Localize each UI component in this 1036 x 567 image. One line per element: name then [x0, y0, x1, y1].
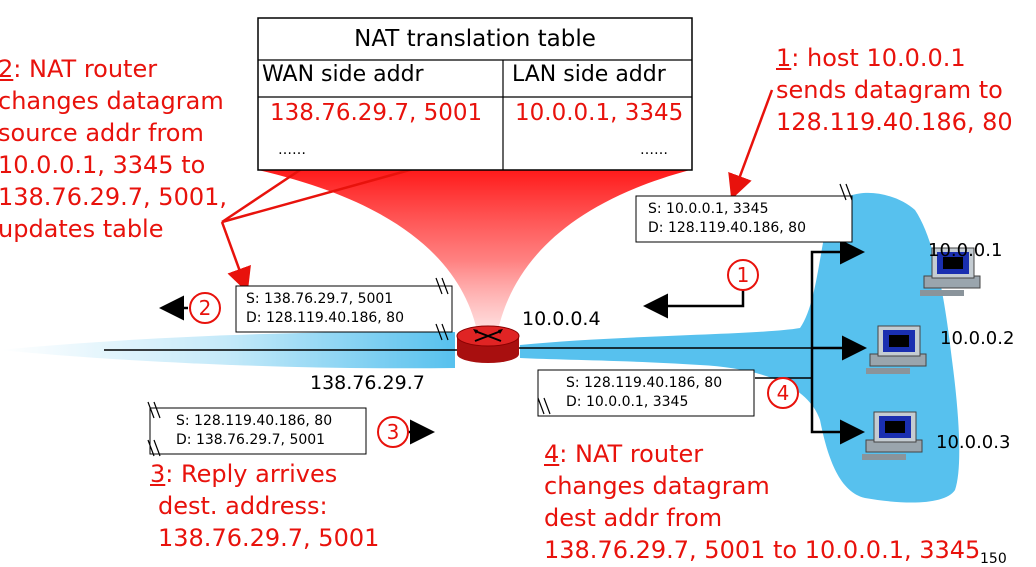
badge-3: 3: [378, 420, 408, 444]
step2-number: 2: [0, 55, 13, 83]
badge-1: 1: [728, 263, 758, 287]
packet4-dst: D: 10.0.0.1, 3345: [566, 393, 722, 412]
badge-4: 4: [768, 381, 798, 405]
nat-table-col-lan: LAN side addr: [512, 62, 666, 87]
badge-2: 2: [190, 296, 220, 320]
router-lan-address: 10.0.0.4: [522, 308, 601, 330]
nat-table-ellipsis-lan: ……: [640, 142, 668, 158]
nat-table-col-wan: WAN side addr: [262, 62, 424, 87]
router-wan-address: 138.76.29.7: [310, 372, 425, 394]
router-icon: [457, 326, 519, 363]
nat-table-row-wan: 138.76.29.7, 5001: [270, 100, 482, 126]
packet1-dst: D: 128.119.40.186, 80: [648, 219, 806, 238]
packet1: S: 10.0.0.1, 3345 D: 128.119.40.186, 80: [648, 200, 806, 238]
step3-annotation: 3: Reply arrives dest. address: 138.76.2…: [150, 458, 379, 554]
step1-annotation: 1: host 10.0.0.1 sends datagram to 128.1…: [776, 42, 1013, 138]
step4-annotation: 4: NAT router changes datagram dest addr…: [544, 438, 980, 566]
host2-address: 10.0.0.2: [940, 328, 1014, 349]
packet2-src: S: 138.76.29.7, 5001: [246, 290, 404, 309]
slide-number: 150: [980, 551, 1007, 567]
step4-number: 4: [544, 440, 559, 468]
step2-annotation: 2: NAT router changes datagram source ad…: [0, 53, 227, 245]
packet4: S: 128.119.40.186, 80 D: 10.0.0.1, 3345: [566, 374, 722, 412]
step1-number: 1: [776, 44, 791, 72]
host3-address: 10.0.0.3: [936, 432, 1010, 453]
packet3-dst: D: 138.76.29.7, 5001: [176, 431, 332, 450]
nat-table-ellipsis-wan: ……: [278, 142, 306, 158]
nat-table-title: NAT translation table: [258, 26, 692, 52]
packet2-dst: D: 128.119.40.186, 80: [246, 309, 404, 328]
packet4-src: S: 128.119.40.186, 80: [566, 374, 722, 393]
step3-number: 3: [150, 460, 165, 488]
host1-address: 10.0.0.1: [928, 240, 1002, 261]
packet3-src: S: 128.119.40.186, 80: [176, 412, 332, 431]
packet1-src: S: 10.0.0.1, 3345: [648, 200, 806, 219]
nat-table-row-lan: 10.0.0.1, 3345: [515, 100, 683, 126]
packet3: S: 128.119.40.186, 80 D: 138.76.29.7, 50…: [176, 412, 332, 450]
packet2: S: 138.76.29.7, 5001 D: 128.119.40.186, …: [246, 290, 404, 328]
